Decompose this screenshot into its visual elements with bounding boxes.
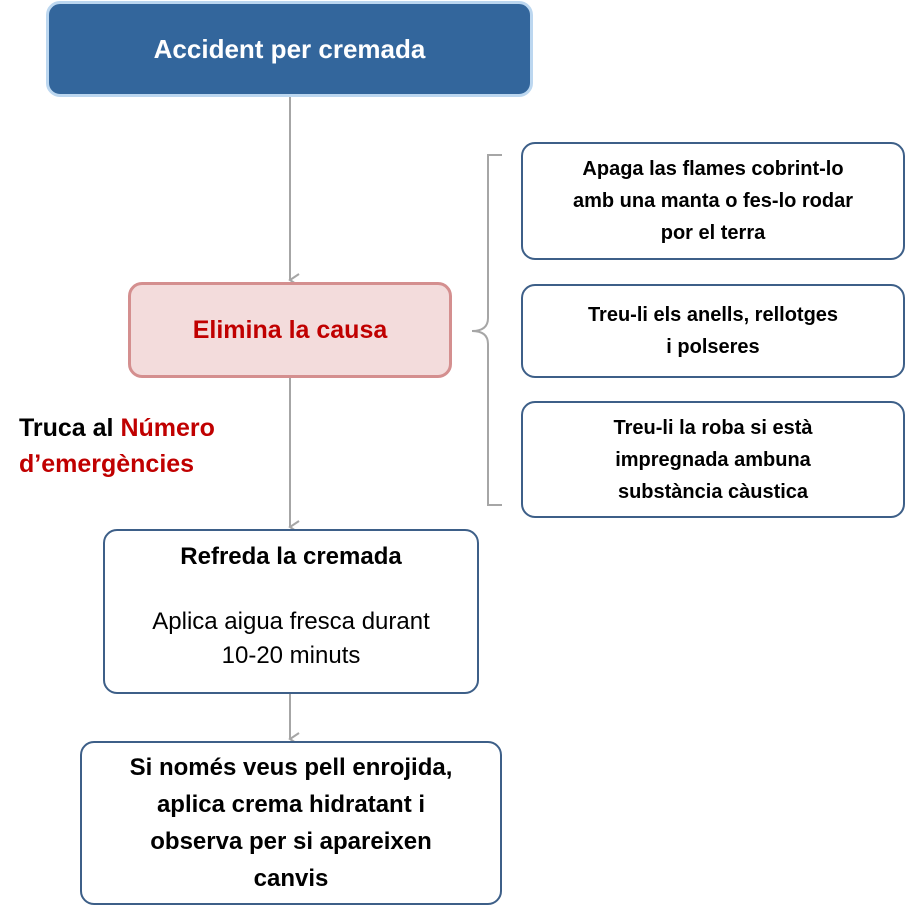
node-elimina-causa: Elimina la causa bbox=[128, 282, 452, 378]
node-treu-roba: Treu-li la roba si està impregnada ambun… bbox=[521, 401, 905, 518]
node-si-nomes: Si només veus pell enrojida, aplica crem… bbox=[80, 741, 502, 905]
node-refreda-cremada: Refreda la cremada Aplica aigua fresca d… bbox=[103, 529, 479, 694]
node-accident-text: Accident per cremada bbox=[153, 33, 426, 64]
node-treu-roba-line: substància càustica bbox=[617, 480, 809, 503]
node-refreda-body: Aplica aigua fresca durant 10-20 minuts bbox=[136, 605, 446, 673]
node-apaga-line: por el terra bbox=[660, 222, 766, 244]
bracket bbox=[471, 154, 502, 506]
node-accident: Accident per cremada bbox=[46, 1, 533, 97]
note-truca-emergencies: Truca al Número d’emergències bbox=[19, 410, 259, 482]
node-elimina-text: Elimina la causa bbox=[192, 315, 388, 344]
note-highlight: d’emergències bbox=[19, 450, 195, 478]
node-si-line: observa per si apareixen bbox=[150, 828, 432, 855]
node-refreda-title: Refreda la cremada bbox=[180, 543, 402, 570]
node-si-line: canvis bbox=[253, 865, 329, 892]
node-apaga-line: Apaga las flames cobrint-lo bbox=[582, 158, 844, 180]
node-treu-roba-line: impregnada ambuna bbox=[615, 448, 811, 471]
node-treu-anells-line: i polseres bbox=[666, 336, 760, 358]
node-si-line: Si només veus pell enrojida, bbox=[129, 754, 453, 781]
note-prefix: Truca al bbox=[19, 414, 121, 442]
node-refreda-body-line: 10-20 minuts bbox=[221, 642, 361, 669]
node-apaga-flames: Apaga las flames cobrint-lo amb una mant… bbox=[521, 142, 905, 260]
node-apaga-line: amb una manta o fes-lo rodar bbox=[572, 190, 854, 212]
node-treu-anells: Treu-li els anells, rellotges i polseres bbox=[521, 284, 905, 378]
node-treu-anells-line: Treu-li els anells, rellotges bbox=[587, 304, 839, 326]
node-treu-roba-line: Treu-li la roba si està bbox=[613, 416, 813, 439]
node-refreda-body-line: Aplica aigua fresca durant bbox=[152, 608, 430, 635]
note-highlight: Número bbox=[120, 414, 215, 442]
node-si-line: aplica crema hidratant i bbox=[156, 791, 426, 818]
